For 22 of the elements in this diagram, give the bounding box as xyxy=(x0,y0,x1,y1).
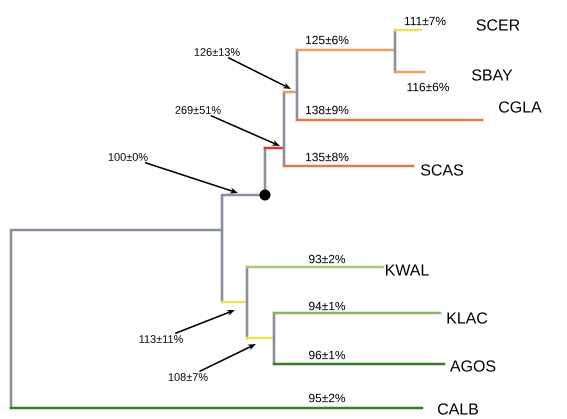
branch-value: 111±7% xyxy=(404,16,446,26)
annotation-text: 113±11% xyxy=(140,335,183,343)
branch-value: 125±6% xyxy=(306,36,348,44)
branch-value: 138±9% xyxy=(306,106,348,114)
species-label: CGLA xyxy=(499,101,542,113)
branch-value: 93±2% xyxy=(309,254,346,264)
branch-value: 94±1% xyxy=(309,302,346,310)
species-label: SCAS xyxy=(421,164,463,176)
species-label: KWAL xyxy=(386,264,429,276)
annotation-text: 269±51% xyxy=(175,106,221,114)
species-label: SCER xyxy=(476,19,520,31)
annotation-text: 108±7% xyxy=(168,373,208,381)
species-label: CALB xyxy=(438,403,478,415)
branch-value: 135±8% xyxy=(306,152,348,162)
annotation-text: 100±0% xyxy=(108,153,148,161)
branch-value: 96±1% xyxy=(309,350,346,360)
species-label: KLAC xyxy=(448,312,488,324)
species-label: AGOS xyxy=(450,360,496,372)
branch-value: 95±2% xyxy=(309,394,346,402)
annotation-text: 126±13% xyxy=(194,48,240,56)
species-label: SBAY xyxy=(472,69,512,81)
branch-value: 116±6% xyxy=(407,82,450,92)
